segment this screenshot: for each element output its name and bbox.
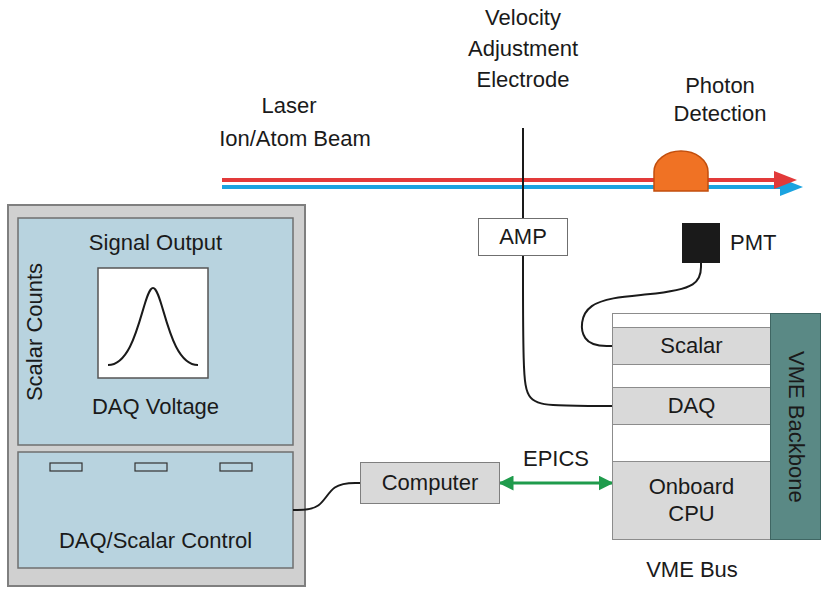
node-text: Computer [382,470,479,496]
computer-box: Computer [360,462,500,504]
monitor-frame [8,205,305,586]
node-text: DAQ/Scalar Control [18,528,293,554]
node-text: Photon Detection [650,72,790,128]
electrode-label: Velocity Adjustment Electrode [443,2,603,95]
beam-label: Ion/Atom Beam [205,125,385,154]
cpu-module: Onboard CPU [612,461,771,540]
monitor-screen [18,218,293,445]
amplifier-box: AMP [478,218,568,256]
pmt-box: PMT [682,223,720,263]
control-panel: DAQ/Scalar Control [18,452,293,568]
node-text: PMT [730,230,776,256]
plot-window [98,268,208,378]
daq-module: DAQ [612,387,771,425]
epics-link [500,482,612,485]
node-text: DAQ Voltage [18,394,293,420]
node-text: VME Backbone [782,351,808,503]
vme-backbone: VME Backbone [770,313,821,540]
beam-label: Laser [214,92,364,121]
control-panel [18,452,293,568]
node-text: AMP [499,224,547,250]
control-button [220,463,252,471]
control-button [50,463,82,471]
edge-label: EPICS [520,445,592,474]
amp-wire [523,256,612,406]
monitor-cable [293,483,360,510]
signal-peak [108,288,198,365]
node-text: Signal Output [18,230,293,256]
photon-detector: Photon Detection [652,150,710,192]
scalar-module: Scalar [612,327,771,365]
vme-bus-crate: VME BusScalarDAQOnboard CPUVME Backbone [612,313,821,540]
control-button [135,463,167,471]
node-text: Scalar [660,333,722,359]
laser-beam-head [774,171,797,189]
detector-dome-shape [654,151,708,191]
node-text: DAQ [668,393,716,419]
detector-dome [652,150,710,192]
node-text: VME Bus [613,557,771,583]
monitor-screen: Signal OutputScalar CountsDAQ Voltage [18,218,293,445]
node-text: Scalar Counts [22,262,48,400]
velocity-electrode [522,128,524,218]
node-text: Onboard CPU [637,474,747,527]
